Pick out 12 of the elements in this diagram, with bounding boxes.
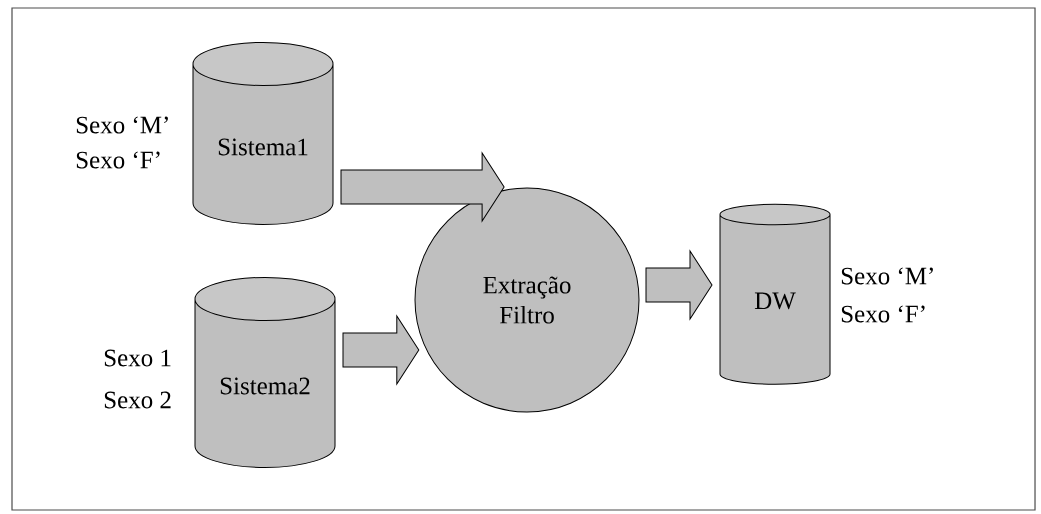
- block-arrow: [340, 152, 505, 222]
- side-label: Sexo ‘M’: [76, 116, 168, 134]
- cylinder: Sistema1: [192, 41, 334, 225]
- side-label: Sexo ‘F’: [76, 151, 160, 169]
- side-label: Sexo ‘F’: [841, 305, 925, 323]
- cylinder: Sistema2: [194, 276, 336, 468]
- block-arrow: [342, 315, 420, 385]
- cylinder: DW: [719, 203, 831, 385]
- side-label: Sexo 2: [104, 391, 171, 409]
- side-label: Sexo 1: [104, 349, 171, 367]
- block-arrow: [645, 250, 713, 320]
- side-label: Sexo ‘M’: [841, 267, 933, 285]
